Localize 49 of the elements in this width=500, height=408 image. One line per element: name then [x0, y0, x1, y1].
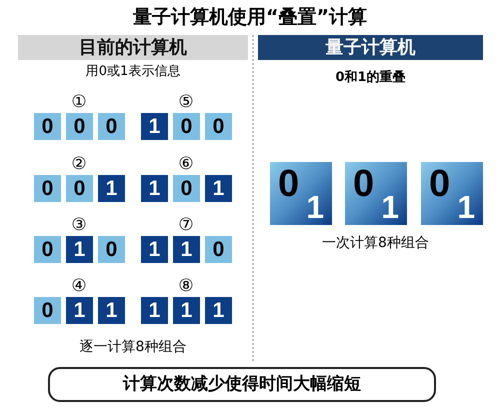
bit-tile: 0	[205, 113, 232, 140]
circled-number: ⑤	[177, 92, 195, 112]
bit-tile: 1	[141, 236, 168, 263]
panel-header: 目前的计算机	[18, 35, 248, 60]
bit-tile: 0	[34, 113, 61, 140]
bit-digit: 0	[278, 162, 300, 206]
caption: 一次计算8种组合	[321, 234, 430, 253]
bit-tile: 1	[66, 236, 93, 263]
bit-tile: 0	[173, 175, 200, 202]
bit-tile: 0	[205, 236, 232, 263]
bit-digit: 1	[457, 189, 475, 225]
bit-tile: 0	[98, 236, 125, 263]
bit-tile: 1	[141, 175, 168, 202]
circled-number: ④	[70, 276, 88, 296]
bit-tile: 0	[66, 175, 93, 202]
subtitle: 0和1的重叠	[334, 68, 407, 87]
circled-number: ⑦	[177, 215, 195, 235]
bit-digit: 1	[381, 189, 399, 225]
bit-tile: 1	[66, 297, 93, 324]
bit-tile: 1	[98, 175, 125, 202]
caption: 逐一计算8种组合	[78, 338, 188, 357]
bit-tile: 1	[205, 175, 232, 202]
title: 量子计算机使用“叠置”计算	[132, 5, 368, 30]
circled-number: ①	[70, 92, 88, 112]
bit-tile: 1	[98, 297, 125, 324]
bit-tile: 0	[66, 113, 93, 140]
subtitle: 用0或1表示信息	[84, 63, 182, 81]
bit-tile: 0	[34, 297, 61, 324]
summary-box: 计算次数减少使得时间大幅缩短	[48, 367, 436, 402]
bit-digit: 0	[429, 162, 450, 206]
bit-tile: 0	[173, 113, 200, 140]
bit-tile: 0	[98, 113, 125, 140]
panel-header: 量子计算机	[258, 35, 483, 60]
circled-number: ⑥	[177, 154, 195, 174]
bit-digit: 1	[306, 189, 324, 225]
bit-tile: 1	[173, 236, 200, 263]
circled-number: ③	[70, 215, 88, 235]
bit-digit: 0	[353, 162, 374, 206]
qubit-tile	[345, 162, 407, 225]
bit-tile: 1	[173, 297, 200, 324]
bit-tile: 0	[34, 175, 61, 202]
circled-number: ②	[70, 154, 88, 174]
qubit-tile	[421, 162, 483, 225]
bit-tile: 1	[141, 297, 168, 324]
bit-tile: 0	[34, 236, 61, 263]
circled-number: ⑧	[177, 276, 195, 296]
qubit-tile	[270, 162, 332, 225]
bit-tile: 1	[141, 113, 168, 140]
bit-tile: 1	[205, 297, 232, 324]
